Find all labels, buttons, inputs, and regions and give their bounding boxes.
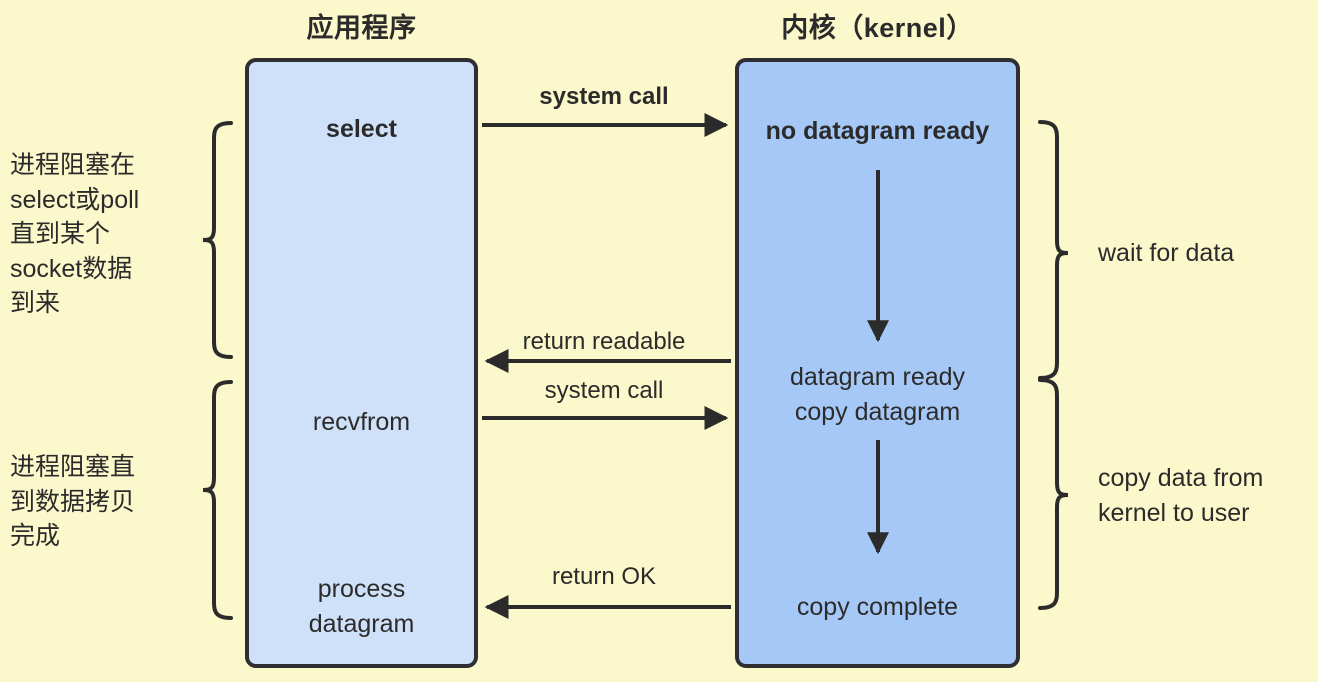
arrow-label-system-call-2: system call	[544, 377, 664, 404]
arrow-label-return-ok: return OK	[551, 563, 657, 590]
kernel-state-no-datagram-ready: no datagram ready	[765, 117, 990, 145]
arrow-label-system-call-1: system call	[539, 83, 669, 110]
brace-left-blocked-select	[202, 121, 233, 359]
brace-right-copy-data	[1038, 378, 1069, 610]
app-step-select: select	[326, 115, 397, 143]
kernel-column-title: 内核（kernel）	[781, 13, 974, 43]
annotation-copy-data-kernel-to-user: copy data from kernel to user	[1098, 464, 1264, 527]
kernel-state-datagram-ready-copy: datagram ready copy datagram	[789, 363, 966, 426]
app-column-title: 应用程序	[306, 13, 417, 43]
application-process-box: select recvfrom process datagram	[245, 58, 478, 668]
brace-right-wait-for-data	[1038, 120, 1069, 380]
kernel-box: no datagram ready datagram ready copy da…	[735, 58, 1020, 668]
kernel-state-copy-complete: copy complete	[796, 593, 959, 621]
app-step-recvfrom: recvfrom	[312, 408, 411, 436]
annotation-blocked-in-select: 进程阻塞在 select或poll 直到某个 socket数据 到来	[10, 151, 140, 317]
annotation-blocked-until-copy: 进程阻塞直 到数据拷贝 完成	[10, 453, 136, 550]
app-step-process-datagram: process datagram	[308, 575, 415, 638]
annotation-wait-for-data: wait for data	[1098, 239, 1235, 267]
brace-left-blocked-copy	[202, 380, 233, 620]
arrow-label-return-readable: return readable	[522, 328, 686, 355]
